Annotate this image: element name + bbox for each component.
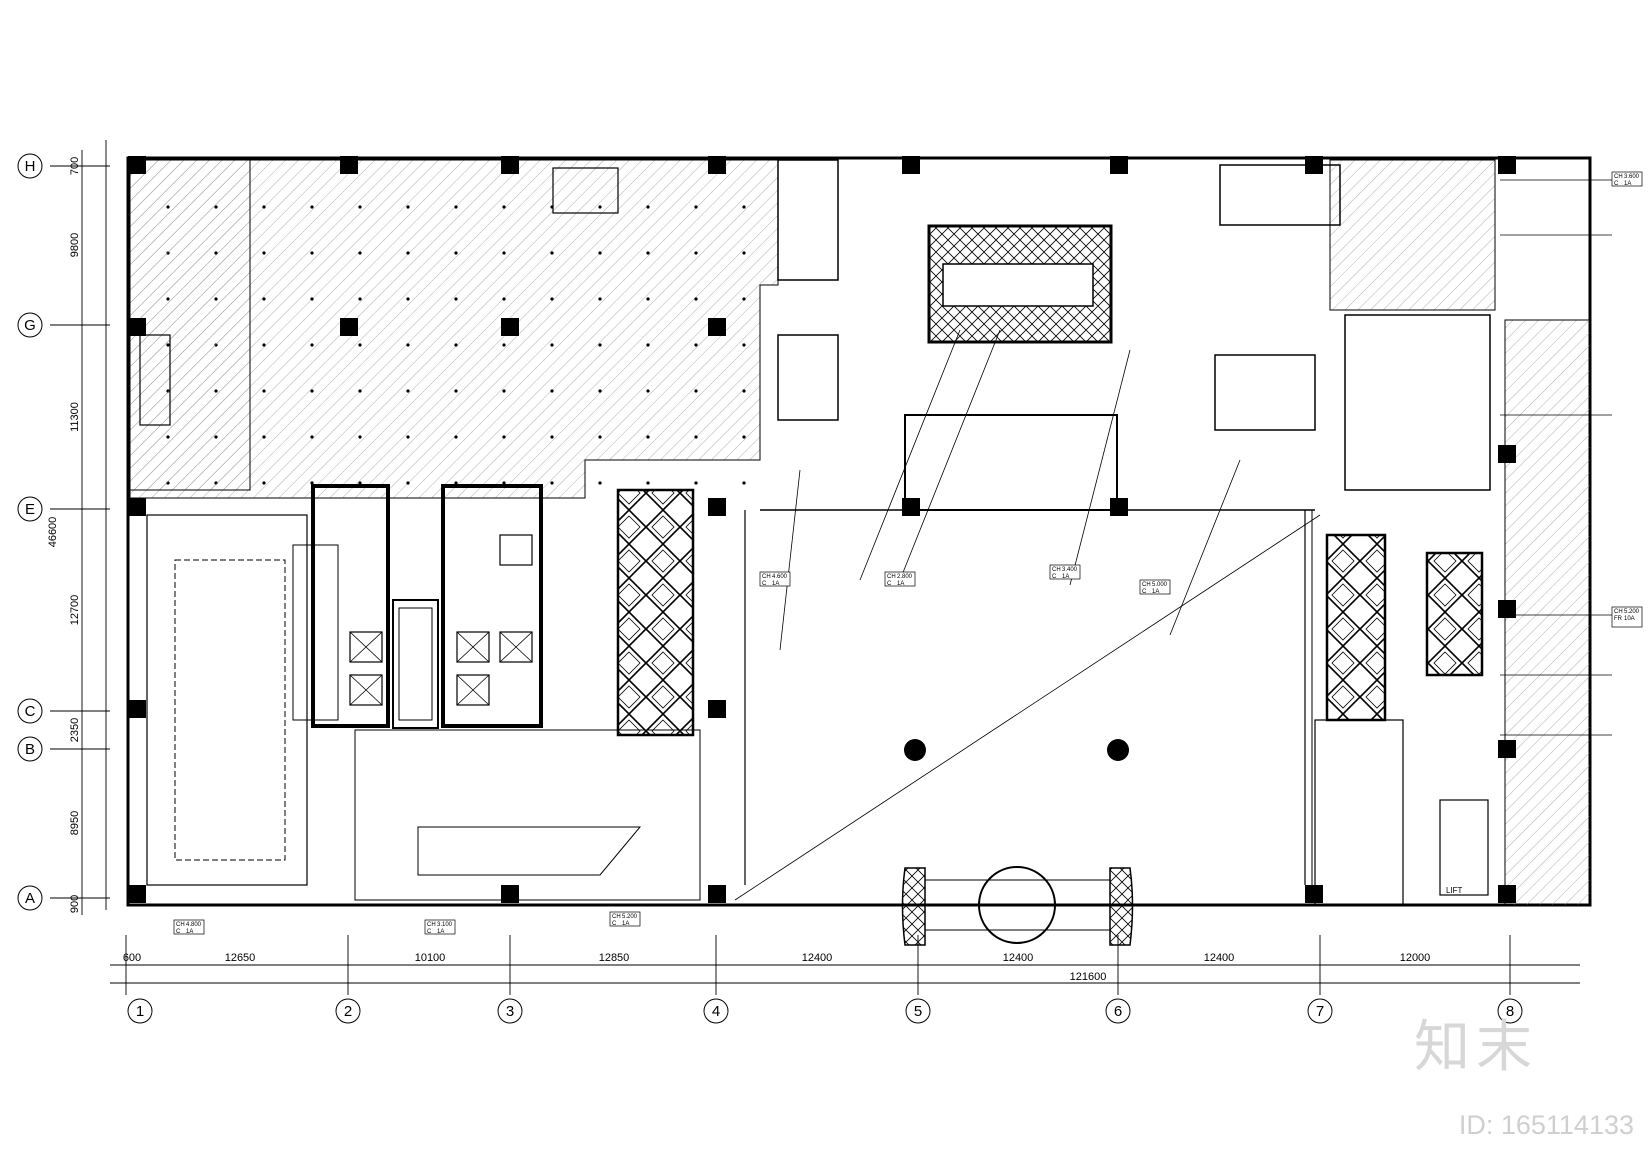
dim-bottom-total: 121600 — [1070, 971, 1107, 983]
axis-label-h: H — [25, 158, 36, 175]
ceiling-tag: CH 3.100 C 1A — [424, 919, 456, 935]
ceiling-tag: CH 2.800 C 1A — [884, 571, 916, 587]
elevator-core — [311, 167, 619, 729]
dim-bottom-8: 12000 — [1400, 952, 1431, 964]
ceiling-tag: CH 3.600 C 1A — [1611, 171, 1643, 187]
dim-left-2: 9800 — [69, 233, 81, 257]
tag-type: 1A — [1152, 589, 1159, 595]
ceiling-tag: CH 4.600 C 1A — [759, 571, 791, 587]
dim-bottom-7: 12400 — [1204, 952, 1235, 964]
dim-bottom-5: 12400 — [802, 952, 833, 964]
tag-type: 1A — [897, 581, 904, 587]
grid-lines-horizontal — [50, 140, 110, 915]
tag-type: 1A — [1062, 574, 1069, 580]
tag-ch-label: CH — [612, 914, 621, 920]
tag-c-label: C — [1614, 181, 1619, 187]
axis-label-7: 7 — [1316, 1003, 1324, 1020]
structural-columns — [128, 156, 1516, 903]
tag-height: 2.800 — [897, 574, 913, 580]
building-outline — [126, 156, 1592, 907]
lift-label: LIFT — [1446, 886, 1463, 895]
tag-ch-label: CH — [762, 574, 771, 580]
tag-type: 1A — [186, 929, 193, 935]
axis-label-a: A — [25, 890, 35, 907]
tag-type: 1A — [1624, 181, 1631, 187]
tag-height: 4.800 — [186, 922, 202, 928]
tag-c-label: C — [1142, 589, 1147, 595]
entrance-revolving-door — [901, 866, 1134, 946]
tag-c-label: C — [762, 581, 767, 587]
room-labels: LIFT — [1446, 886, 1463, 895]
tag-ch-label: CH — [1614, 609, 1623, 615]
grid-bubbles-bottom — [127, 998, 1523, 1024]
tag-c-label: C — [1052, 574, 1057, 580]
tag-height: 5.000 — [1152, 582, 1168, 588]
axis-label-5: 5 — [914, 1003, 922, 1020]
axis-label-1: 1 — [136, 1003, 144, 1020]
tag-c-label: C — [887, 581, 892, 587]
tag-c-label: C — [427, 929, 432, 935]
axis-label-b: B — [25, 741, 35, 758]
tag-fr-label: FR — [1614, 616, 1623, 622]
grid-lines-vertical — [110, 935, 1580, 995]
axis-label-g: G — [24, 317, 36, 334]
dim-bottom-3: 10100 — [415, 952, 446, 964]
dim-bottom-4: 12850 — [599, 952, 630, 964]
tag-height: 5.200 — [622, 914, 638, 920]
dim-bottom-6: 12400 — [1003, 952, 1034, 964]
axis-label-2: 2 — [344, 1003, 352, 1020]
dim-left-3: 11300 — [69, 402, 81, 432]
tag-type-10a: 10A — [1624, 616, 1635, 622]
dim-bottom-2: 12650 — [225, 952, 256, 964]
axis-label-8: 8 — [1506, 1003, 1514, 1020]
tag-height: 5.200 — [1624, 609, 1640, 615]
tag-type: 1A — [772, 581, 779, 587]
tag-height: 3.600 — [1624, 174, 1640, 180]
watermark-id: ID: 165114133 — [1458, 1110, 1634, 1140]
lobby-linework — [354, 159, 1491, 906]
ceiling-tag: CH 5.200 FR 10A — [1611, 606, 1643, 628]
tag-ch-label: CH — [427, 922, 436, 928]
tag-ch-label: CH — [1614, 174, 1623, 180]
tag-ch-label: CH — [176, 922, 185, 928]
dim-left-4: 12700 — [69, 595, 81, 626]
ceiling-tag: CH 4.800 C 1A — [173, 919, 205, 935]
dim-left-7: 900 — [69, 895, 81, 913]
axis-label-e: E — [25, 501, 35, 518]
dim-left-5: 2350 — [69, 718, 81, 742]
tag-type: 1A — [437, 929, 444, 935]
feature-ceiling-panels — [616, 224, 1484, 737]
watermark-brand: 知末 — [1414, 1015, 1538, 1080]
dim-left-total: 46600 — [47, 517, 59, 548]
bottom-dimensions: 600 12650 10100 12850 12400 12400 12400 … — [123, 952, 1430, 983]
dim-bottom-1: 600 — [123, 952, 141, 964]
tag-height: 3.100 — [437, 922, 453, 928]
tag-type: 1A — [622, 921, 629, 927]
leader-lines — [734, 179, 1612, 901]
ceiling-tag: CH 5.200 C 1A — [609, 911, 641, 927]
ceiling-height-tags: CH 4.800 C 1A CH 3.100 C 1A CH 5.200 C 1… — [173, 171, 1643, 935]
tag-height: 4.600 — [772, 574, 788, 580]
round-columns — [904, 739, 1129, 761]
left-dimensions: 700 9800 11300 12700 2350 8950 900 46600 — [47, 157, 81, 913]
tag-c-label: C — [612, 921, 617, 927]
meeting-room-ceiling — [146, 514, 339, 886]
axis-label-6: 6 — [1114, 1003, 1122, 1020]
tag-ch-label: CH — [1142, 582, 1151, 588]
ceiling-tag: CH 5.000 C 1A — [1139, 579, 1171, 595]
tag-ch-label: CH — [887, 574, 896, 580]
tag-height: 3.400 — [1062, 567, 1078, 573]
dim-left-1: 700 — [69, 157, 81, 175]
ceiling-tag: CH 3.400 C 1A — [1049, 564, 1081, 580]
grid-labels-left: H G E C B A — [24, 158, 36, 907]
tag-ch-label: CH — [1052, 567, 1061, 573]
axis-label-4: 4 — [712, 1003, 720, 1020]
axis-label-c: C — [25, 703, 36, 720]
grid-bubbles-left — [17, 153, 43, 911]
axis-label-3: 3 — [506, 1003, 514, 1020]
tag-c-label: C — [176, 929, 181, 935]
grid-labels-bottom: 1 2 3 4 5 6 7 8 — [136, 1003, 1514, 1020]
dim-left-6: 8950 — [69, 811, 81, 835]
